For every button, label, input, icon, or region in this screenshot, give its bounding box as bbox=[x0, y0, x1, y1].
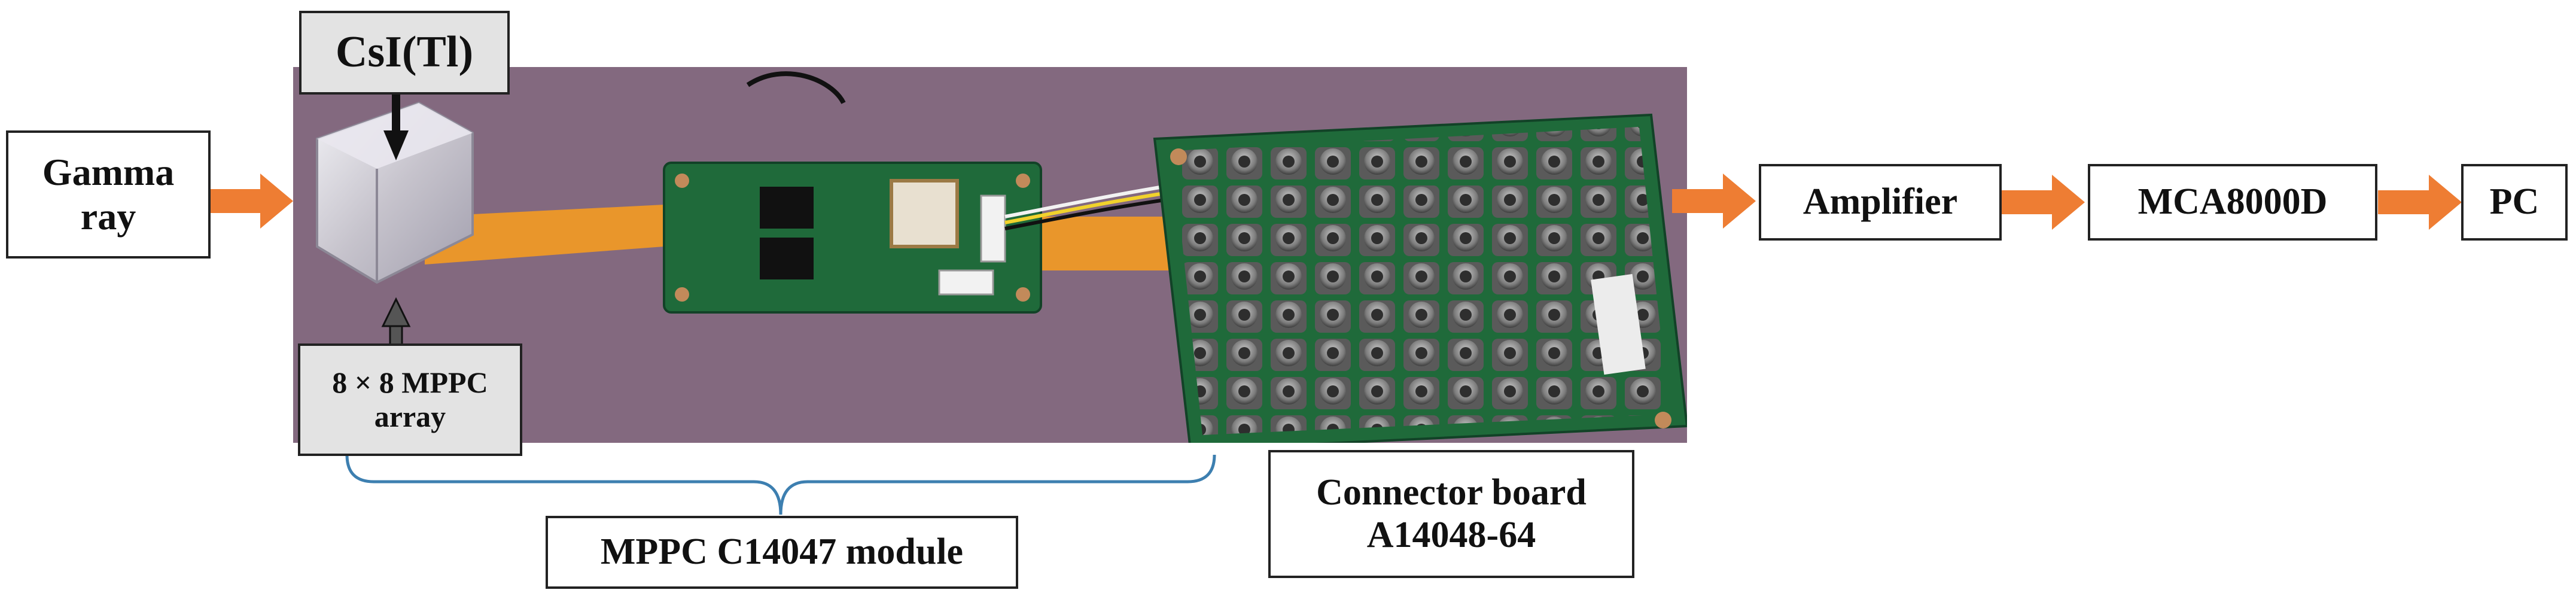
pc-label: PC bbox=[2489, 181, 2540, 223]
arrow-gamma-to-crystal bbox=[209, 174, 293, 229]
mca-label: MCA8000D bbox=[2137, 181, 2328, 223]
gamma-ray-label: Gamma ray bbox=[42, 151, 175, 238]
connector-box: Connector board A14048-64 bbox=[1268, 450, 1634, 578]
csi-box: CsI(Tl) bbox=[299, 11, 510, 95]
amplifier-label: Amplifier bbox=[1802, 181, 1958, 223]
mppc-array-box: 8 × 8 MPPC array bbox=[298, 343, 522, 456]
gamma-ray-box: Gamma ray bbox=[6, 130, 211, 259]
hardware-photo bbox=[293, 67, 1687, 443]
connector-label: Connector board A14048-64 bbox=[1316, 472, 1587, 555]
arrow-to-amplifier bbox=[1672, 174, 1756, 229]
amplifier-box: Amplifier bbox=[1759, 164, 2002, 241]
module-box: MPPC C14047 module bbox=[546, 516, 1018, 589]
module-brace bbox=[345, 454, 1216, 515]
arrow-mca-to-pc bbox=[2378, 175, 2462, 230]
arrow-amplifier-to-mca bbox=[2001, 175, 2085, 230]
module-label: MPPC C14047 module bbox=[600, 531, 964, 573]
pc-box: PC bbox=[2461, 164, 2568, 241]
mppc-array-label: 8 × 8 MPPC array bbox=[332, 365, 488, 434]
csi-label: CsI(Tl) bbox=[335, 28, 474, 77]
mca-box: MCA8000D bbox=[2088, 164, 2377, 241]
